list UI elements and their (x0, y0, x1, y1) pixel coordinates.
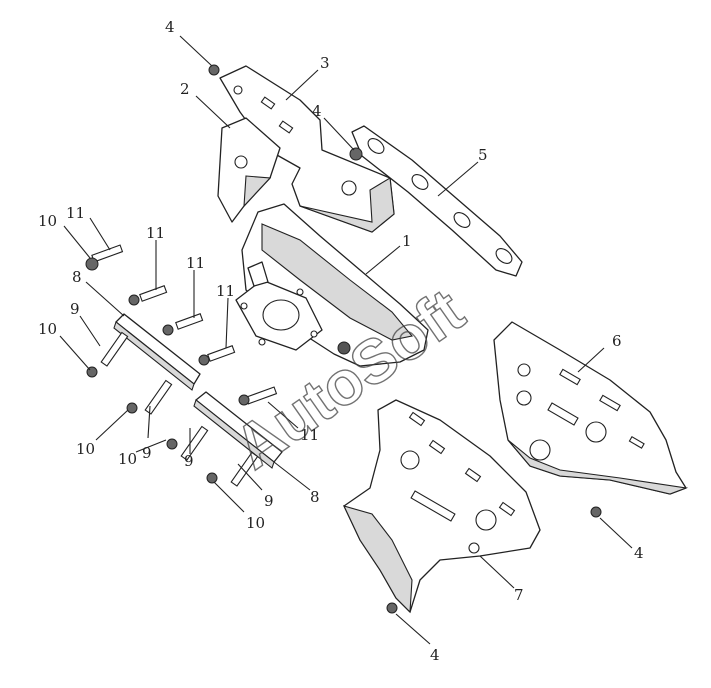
callout-7: 7 (514, 586, 524, 604)
callout-11: 11 (146, 224, 165, 242)
upper-heat-shield (219, 65, 395, 233)
callout-labels: 4 3 2 4 5 1 10 11 11 11 11 8 9 10 6 11 1… (38, 18, 644, 664)
right-heat-shield (493, 321, 689, 495)
callout-11: 11 (66, 204, 85, 222)
callout-8: 8 (72, 268, 82, 286)
callout-11: 11 (300, 426, 319, 444)
callout-10: 10 (38, 212, 57, 230)
callout-11: 11 (216, 282, 235, 300)
retaining-strip-lower (193, 391, 283, 469)
leader-lines (59, 35, 633, 645)
callout-3: 3 (320, 54, 330, 72)
callout-10: 10 (246, 514, 265, 532)
callout-11: 11 (186, 254, 205, 272)
callout-6: 6 (612, 332, 622, 350)
lower-heat-shield (342, 399, 541, 614)
callout-4: 4 (165, 18, 175, 36)
callout-10: 10 (76, 440, 95, 458)
callout-9: 9 (70, 300, 80, 318)
manifold-gasket (351, 125, 523, 277)
callout-9: 9 (184, 452, 194, 470)
callout-5: 5 (478, 146, 488, 164)
callout-4: 4 (312, 102, 322, 120)
studs-and-nuts (85, 64, 602, 614)
callout-8: 8 (310, 488, 320, 506)
callout-2: 2 (180, 80, 190, 98)
side-bracket (217, 117, 281, 223)
callout-4: 4 (634, 544, 644, 562)
callout-4: 4 (430, 646, 440, 664)
callout-10: 10 (118, 450, 137, 468)
callout-1: 1 (402, 232, 412, 250)
callout-10: 10 (38, 320, 57, 338)
retaining-strip-upper (113, 313, 201, 391)
callout-9: 9 (264, 492, 274, 510)
exhaust-manifold (235, 203, 429, 367)
callout-9: 9 (142, 444, 152, 462)
